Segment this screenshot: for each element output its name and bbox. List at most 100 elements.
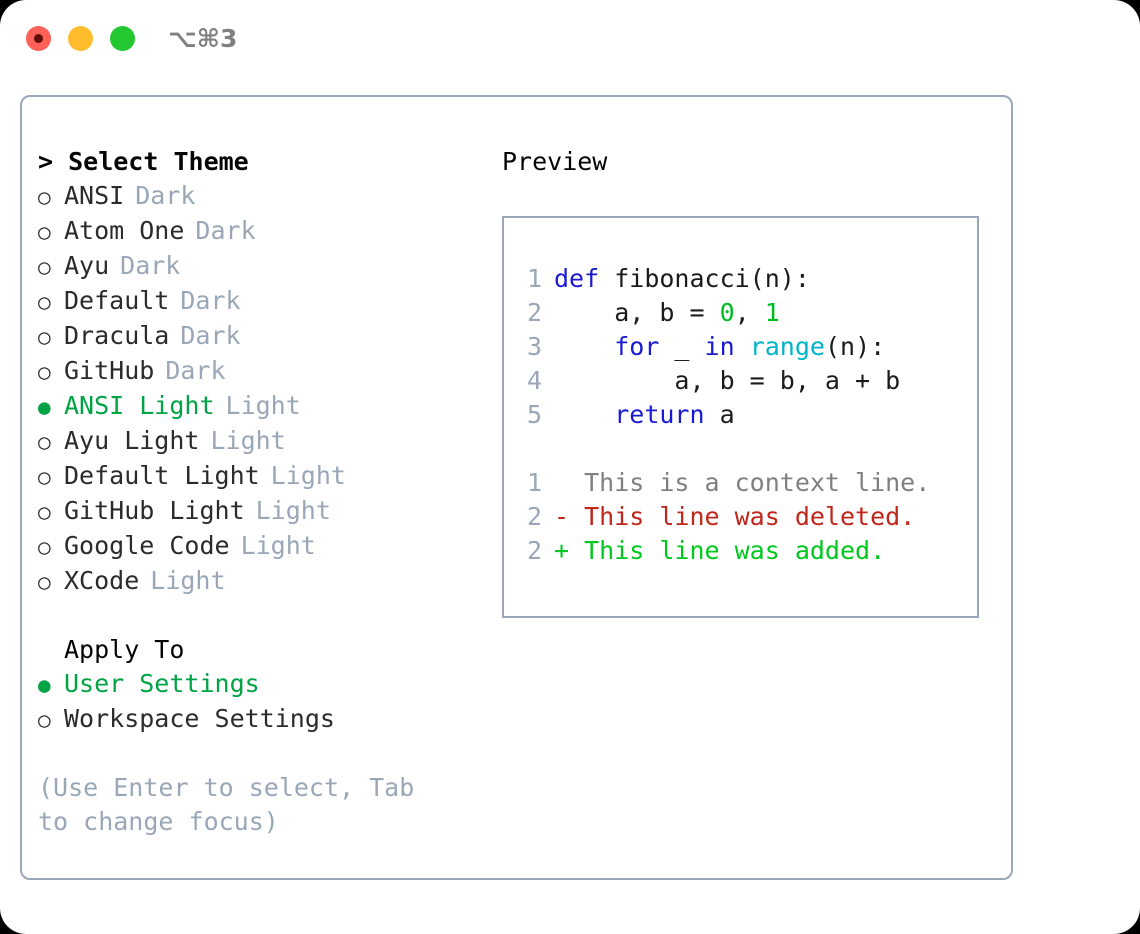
- theme-option-variant-tag: Light: [225, 391, 301, 420]
- theme-option-github[interactable]: ○ GitHub Dark: [38, 354, 498, 389]
- theme-option-label: GitHub Light: [64, 496, 245, 525]
- theme-option-label: Dracula: [64, 321, 170, 350]
- diff-line-text: This is a context line.: [554, 468, 931, 497]
- diff-line-text: + This line was added.: [554, 536, 886, 565]
- radio-unselected-icon: ○: [38, 570, 51, 594]
- radio-unselected-icon: ○: [38, 535, 51, 559]
- spacer: [38, 599, 498, 633]
- radio-selected-icon: ●: [38, 673, 51, 697]
- theme-option-ayu[interactable]: ○ Ayu Dark: [38, 249, 498, 284]
- theme-option-atom-one[interactable]: ○ Atom One Dark: [38, 214, 498, 249]
- apply-to-option-label: Workspace Settings: [64, 704, 335, 733]
- code-token-txt: a, b =: [554, 298, 720, 327]
- diff-line-add: 2+ This line was added.: [518, 534, 930, 568]
- code-token-txt: (n):: [824, 332, 886, 361]
- theme-option-label: ANSI: [64, 181, 125, 210]
- theme-option-label: XCode: [64, 566, 140, 595]
- code-token-kw: in: [704, 332, 735, 361]
- preview-title: Preview: [502, 147, 608, 176]
- apply-to-option-workspace-settings[interactable]: ○ Workspace Settings: [38, 702, 498, 737]
- code-token-txt: [554, 400, 614, 429]
- radio-unselected-icon: ○: [38, 255, 51, 279]
- code-line-number: 4: [526, 366, 542, 395]
- diff-line-number: 2: [526, 502, 542, 531]
- radio-unselected-icon: ○: [38, 430, 51, 454]
- radio-unselected-icon: ○: [38, 290, 51, 314]
- theme-option-variant-tag: Light: [255, 496, 331, 525]
- apply-to-option-label: User Settings: [64, 669, 260, 698]
- radio-unselected-icon: ○: [38, 708, 51, 732]
- theme-option-label: Google Code: [64, 531, 230, 560]
- radio-unselected-icon: ○: [38, 360, 51, 384]
- theme-option-ansi-light[interactable]: ● ANSI Light Light: [38, 389, 498, 424]
- code-line-number: 5: [526, 400, 542, 429]
- theme-option-dracula[interactable]: ○ Dracula Dark: [38, 319, 498, 354]
- page-title: > Select Theme: [38, 147, 249, 176]
- zoom-button[interactable]: [110, 26, 135, 51]
- code-token-num: 0: [719, 298, 735, 327]
- theme-option-label: Default Light: [64, 461, 260, 490]
- code-token-txt: a, b = b, a + b: [554, 366, 901, 395]
- radio-unselected-icon: ○: [38, 465, 51, 489]
- diff-line-ctx: 1 This is a context line.: [518, 466, 930, 500]
- radio-unselected-icon: ○: [38, 220, 51, 244]
- theme-option-label: Atom One: [64, 216, 185, 245]
- close-button[interactable]: [26, 26, 51, 51]
- code-token-txt: [554, 332, 614, 361]
- apply-to-heading: Apply To: [64, 635, 185, 664]
- theme-option-variant-tag: Dark: [195, 216, 256, 245]
- diff-line-text: - This line was deleted.: [554, 502, 916, 531]
- diff-sample: 1 This is a context line.2- This line wa…: [518, 466, 930, 568]
- theme-option-label: ANSI Light: [64, 391, 215, 420]
- apply-to-option-user-settings[interactable]: ● User Settings: [38, 667, 498, 702]
- theme-option-variant-tag: Light: [150, 566, 226, 595]
- code-token-txt: _: [659, 332, 705, 361]
- code-token-txt: a: [704, 400, 735, 429]
- code-line-number: 2: [526, 298, 542, 327]
- code-line: 5 return a: [518, 398, 900, 432]
- radio-unselected-icon: ○: [38, 325, 51, 349]
- theme-option-variant-tag: Light: [240, 531, 316, 560]
- code-token-txt: fibonacci(n):: [614, 264, 810, 293]
- theme-option-google-code[interactable]: ○ Google Code Light: [38, 529, 498, 564]
- theme-option-ansi[interactable]: ○ ANSI Dark: [38, 179, 498, 214]
- theme-option-variant-tag: Light: [210, 426, 286, 455]
- code-line-number: 1: [526, 264, 542, 293]
- code-token-kw: for: [614, 332, 660, 361]
- minimize-button[interactable]: [68, 26, 93, 51]
- radio-selected-icon: ●: [38, 395, 51, 419]
- code-token-txt: [735, 332, 750, 361]
- theme-option-variant-tag: Dark: [120, 251, 181, 280]
- traffic-light-controls: [26, 26, 135, 51]
- theme-option-variant-tag: Dark: [135, 181, 196, 210]
- theme-option-xcode[interactable]: ○ XCode Light: [38, 564, 498, 599]
- theme-option-default[interactable]: ○ Default Dark: [38, 284, 498, 319]
- radio-unselected-icon: ○: [38, 185, 51, 209]
- keyboard-shortcut-label: ⌥⌘3: [168, 24, 238, 53]
- theme-option-variant-tag: Dark: [180, 321, 241, 350]
- theme-option-variant-tag: Dark: [180, 286, 241, 315]
- theme-option-label: GitHub: [64, 356, 155, 385]
- diff-line-del: 2 - This line was deleted.: [518, 500, 930, 534]
- code-token-num: 1: [764, 298, 780, 327]
- diff-line-number: 1: [526, 468, 542, 497]
- theme-option-variant-tag: Dark: [165, 356, 226, 385]
- keyboard-hint: (Use Enter to select, Tab to change focu…: [38, 773, 430, 836]
- theme-option-label: Ayu: [64, 251, 110, 280]
- code-line: 4 a, b = b, a + b: [518, 364, 900, 398]
- code-line: 2 a, b = 0, 1: [518, 296, 900, 330]
- spacer-2: [38, 737, 498, 771]
- theme-option-label: Default: [64, 286, 170, 315]
- code-token-txt: ,: [734, 298, 765, 327]
- code-token-fn: range: [749, 332, 825, 361]
- code-token-kw: return: [614, 400, 705, 429]
